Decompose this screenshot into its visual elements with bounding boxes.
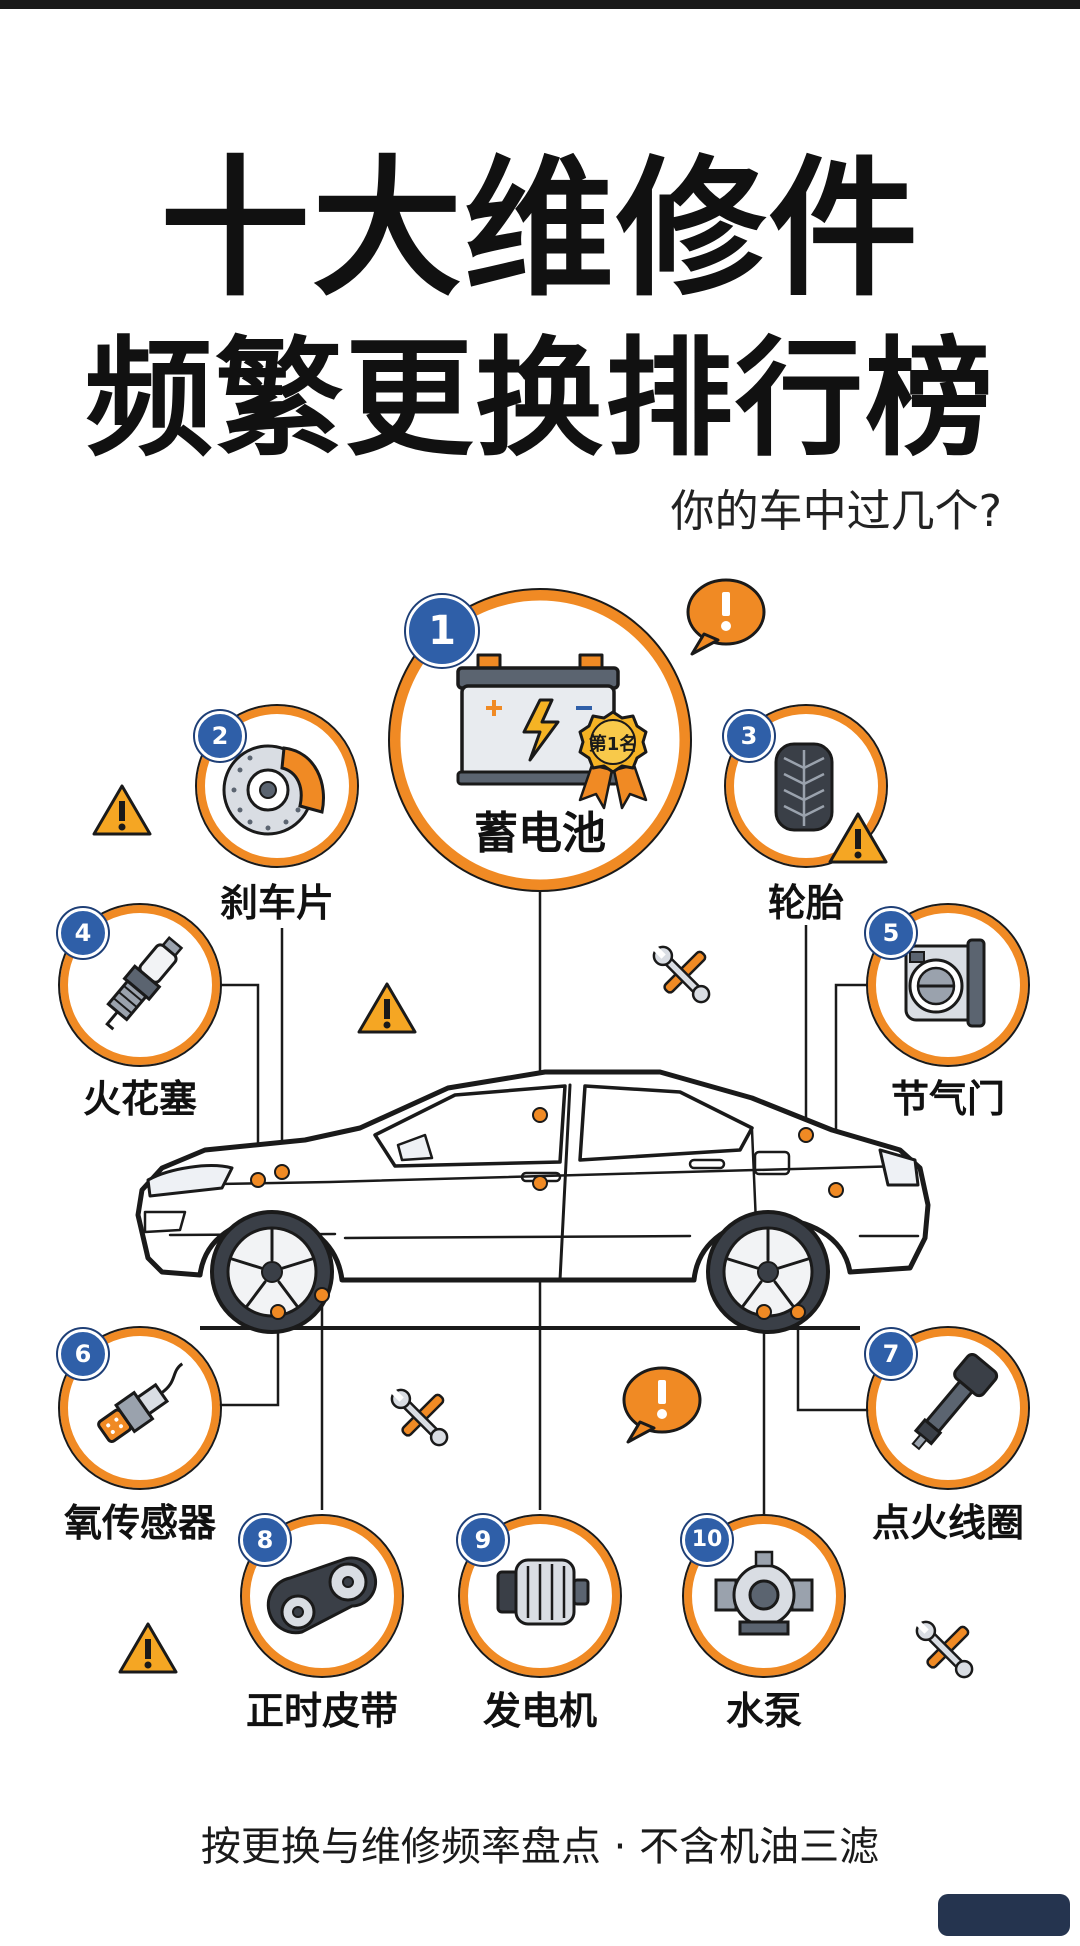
part-label-7: 点火线圈 [871, 1501, 1025, 1545]
part-label-10: 水泵 [725, 1689, 803, 1733]
tire-icon [774, 742, 834, 832]
rank-badge-8: 8 [240, 1515, 290, 1565]
part-label-8: 正时皮带 [245, 1689, 399, 1733]
spark-plug-icon [105, 935, 184, 1031]
part-label-5: 节气门 [890, 1077, 1006, 1121]
rank-badge-6: 6 [58, 1329, 108, 1379]
rank1-medal-text: 第1名 [589, 733, 638, 755]
rank-badge-1: 1 [406, 595, 478, 667]
rank-badge-5: 5 [866, 908, 916, 958]
warning-icon-center [357, 982, 417, 1034]
title-line-2: 频繁更换排行榜 [84, 325, 995, 474]
warning-icon-left-top [92, 784, 152, 836]
wrench-screwdriver-icon-3 [910, 1615, 978, 1683]
car-battery-icon [456, 653, 620, 786]
car-illustration [135, 1069, 931, 1334]
rank-badge-10: 10 [682, 1515, 732, 1565]
first-place-medal-icon [578, 710, 648, 810]
corner-action-button[interactable] [938, 1894, 1070, 1936]
anchor-dots [250, 1107, 844, 1320]
alert-bubble-icon-bottom [622, 1366, 702, 1444]
rank-badge-2: 2 [195, 711, 245, 761]
wrench-screwdriver-icon-2 [385, 1383, 453, 1451]
title-line-1: 十大维修件 [159, 143, 920, 317]
part-circle-outlines [58, 588, 1030, 1678]
brake-disc-icon [222, 744, 325, 836]
part-label-1: 蓄电池 [474, 808, 606, 859]
water-pump-icon [714, 1550, 814, 1636]
alert-bubble-icon-top [686, 578, 766, 656]
timing-belt-icon [266, 1556, 378, 1635]
part-label-6: 氧传感器 [63, 1501, 217, 1545]
rank-badge-7: 7 [866, 1329, 916, 1379]
footer-note: 按更换与维修频率盘点 · 不含机油三滤 [200, 1824, 880, 1870]
wrench-screwdriver-icon-1 [647, 940, 715, 1008]
part-label-9: 发电机 [482, 1689, 598, 1733]
part-label-2: 刹车片 [219, 881, 335, 925]
rank-badge-9: 9 [458, 1515, 508, 1565]
top-border [0, 0, 1080, 9]
ignition-coil-icon [911, 1352, 999, 1451]
throttle-body-icon [904, 938, 986, 1028]
alternator-icon [496, 1558, 590, 1626]
part-label-3: 轮胎 [767, 881, 845, 925]
rank-badge-3: 3 [724, 711, 774, 761]
part-label-4: 火花塞 [82, 1077, 198, 1121]
rank-badge-4: 4 [58, 908, 108, 958]
oxygen-sensor-icon [97, 1362, 184, 1443]
subtitle: 你的车中过几个? [670, 486, 1002, 537]
warning-icon-left-bottom [118, 1622, 178, 1674]
